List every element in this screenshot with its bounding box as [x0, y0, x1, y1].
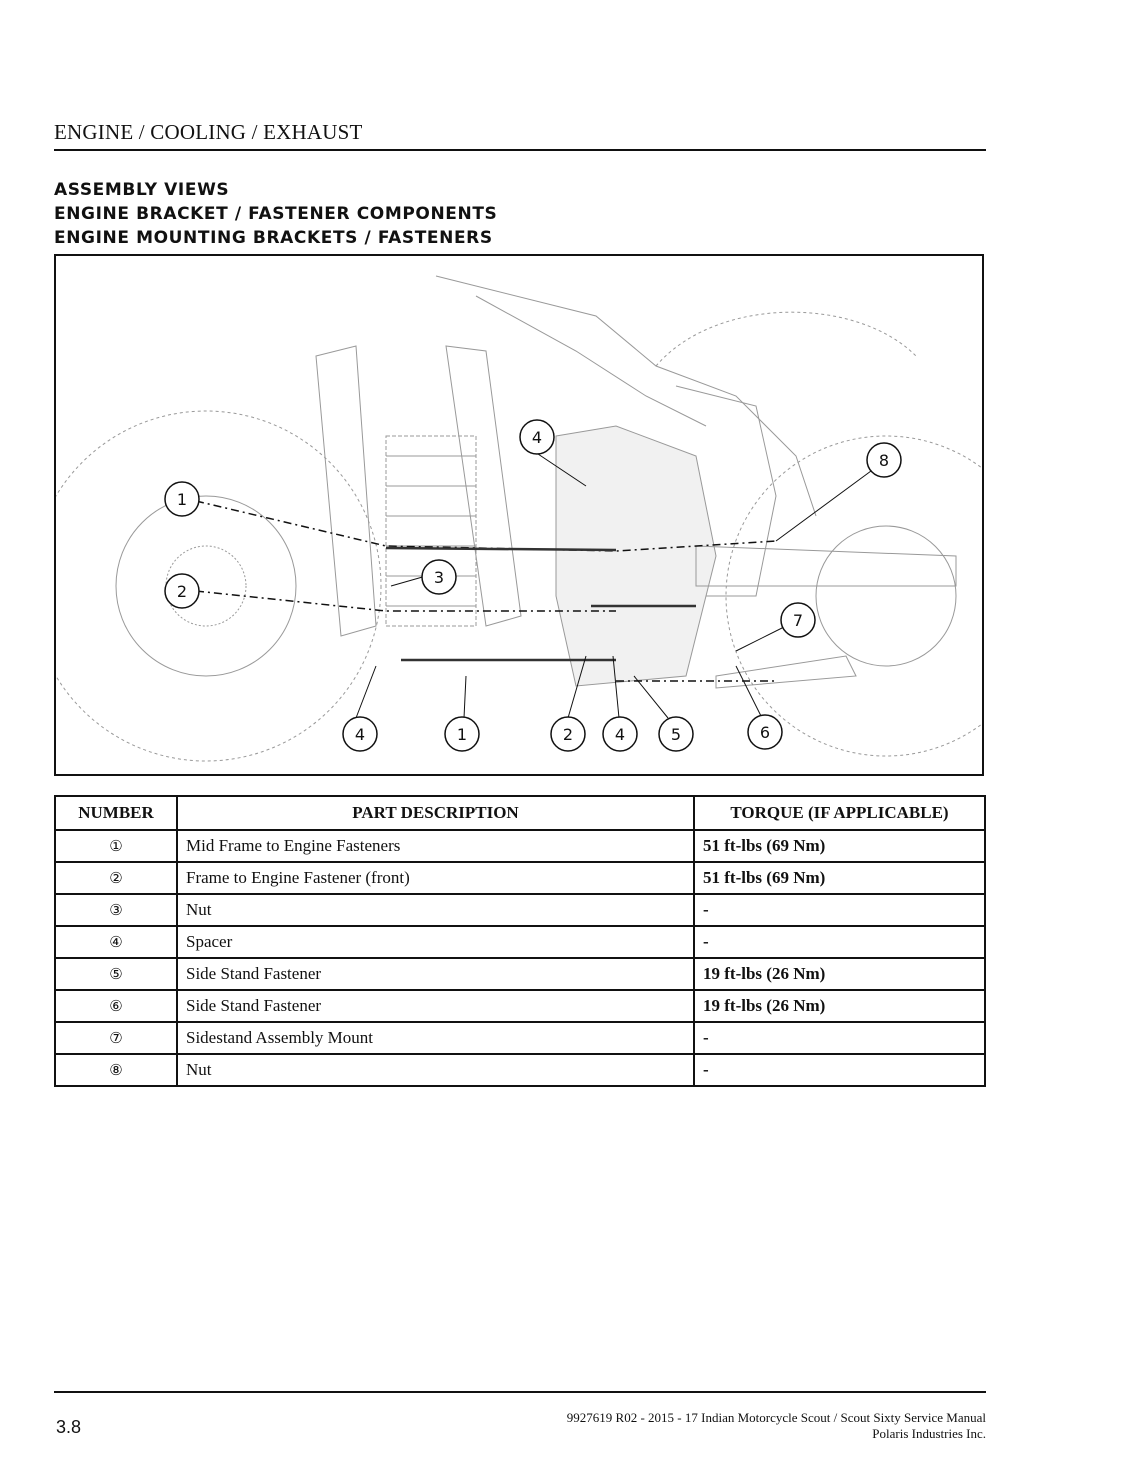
callout-4-upper: 4	[519, 419, 555, 455]
svg-text:8: 8	[879, 451, 889, 470]
row-torque: -	[693, 1053, 986, 1087]
svg-text:1: 1	[177, 490, 187, 509]
svg-text:4: 4	[355, 725, 365, 744]
svg-text:4: 4	[532, 428, 542, 447]
engine-mount-illustration: 1 2 3 4 4 1 2 4 5 6 7 8	[56, 275, 982, 762]
row-description: Spacer	[176, 925, 695, 959]
bolt-line-2	[195, 590, 616, 612]
table-row: ⑧ Nut -	[54, 1053, 986, 1087]
page-number: 3.8	[56, 1417, 82, 1437]
front-brake-disc	[115, 495, 297, 677]
row-number: ②	[54, 861, 178, 895]
row-torque: -	[693, 893, 986, 927]
row-torque: 19 ft-lbs (26 Nm)	[693, 989, 986, 1023]
table-row: ① Mid Frame to Engine Fasteners 51 ft-lb…	[54, 829, 986, 863]
table-row: ⑥ Side Stand Fastener 19 ft-lbs (26 Nm)	[54, 989, 986, 1023]
svg-text:2: 2	[563, 725, 573, 744]
row-number: ④	[54, 925, 178, 959]
callout-2-upper: 2	[164, 573, 200, 609]
heading-assembly-views: ASSEMBLY VIEWS	[54, 180, 230, 200]
sidestand	[715, 655, 857, 689]
radiator-side	[445, 345, 522, 627]
radiator-core	[385, 435, 477, 627]
heading-mounting-brackets: ENGINE MOUNTING BRACKETS / FASTENERS	[54, 228, 493, 248]
col-header-torque: TORQUE (IF APPLICABLE)	[693, 795, 986, 831]
row-description: Side Stand Fastener	[176, 989, 695, 1023]
svg-text:7: 7	[793, 611, 803, 630]
row-torque: 51 ft-lbs (69 Nm)	[693, 829, 986, 863]
row-torque: 51 ft-lbs (69 Nm)	[693, 861, 986, 895]
table-row: ③ Nut -	[54, 893, 986, 927]
callout-1-lower: 1	[444, 716, 480, 752]
rear-fender	[655, 311, 917, 367]
callout-4-lower-left: 4	[342, 716, 378, 752]
svg-text:1: 1	[457, 725, 467, 744]
parts-table: NUMBER PART DESCRIPTION TORQUE (IF APPLI…	[54, 795, 986, 1087]
svg-text:3: 3	[434, 568, 444, 587]
svg-text:4: 4	[615, 725, 625, 744]
publisher: Polaris Industries Inc.	[872, 1426, 986, 1441]
footer-text: 9927619 R02 - 2015 - 17 Indian Motorcycl…	[567, 1410, 986, 1442]
frame-top-rail	[435, 275, 817, 517]
rear-frame-bracket	[675, 385, 777, 597]
row-number: ⑧	[54, 1053, 178, 1087]
assembly-figure: 1 2 3 4 4 1 2 4 5 6 7 8	[54, 254, 984, 776]
row-number: ⑤	[54, 957, 178, 991]
row-description: Side Stand Fastener	[176, 957, 695, 991]
row-number: ③	[54, 893, 178, 927]
row-description: Mid Frame to Engine Fasteners	[176, 829, 695, 863]
swingarm	[695, 545, 957, 587]
col-header-description: PART DESCRIPTION	[176, 795, 695, 831]
callout-5: 5	[658, 716, 694, 752]
svg-text:2: 2	[177, 582, 187, 601]
front-wheel-outline	[56, 410, 382, 762]
heading-bracket-components: ENGINE BRACKET / FASTENER COMPONENTS	[54, 204, 498, 224]
table-row: ⑦ Sidestand Assembly Mount -	[54, 1021, 986, 1055]
callout-6: 6	[747, 714, 783, 750]
manual-line: 9927619 R02 - 2015 - 17 Indian Motorcycl…	[566, 1410, 986, 1425]
row-number: ⑦	[54, 1021, 178, 1055]
svg-text:6: 6	[760, 723, 770, 742]
front-downtube	[315, 345, 377, 637]
row-number: ①	[54, 829, 178, 863]
callout-4-lower-right: 4	[602, 716, 638, 752]
row-torque: -	[693, 925, 986, 959]
table-row: ④ Spacer -	[54, 925, 986, 959]
section-title: ENGINE / COOLING / EXHAUST	[54, 120, 363, 144]
callout-8: 8	[866, 442, 902, 478]
table-header-row: NUMBER PART DESCRIPTION TORQUE (IF APPLI…	[54, 795, 986, 831]
callout-2-lower: 2	[550, 716, 586, 752]
table-row: ⑤ Side Stand Fastener 19 ft-lbs (26 Nm)	[54, 957, 986, 991]
row-description: Sidestand Assembly Mount	[176, 1021, 695, 1055]
engine-block	[555, 425, 717, 687]
row-torque: -	[693, 1021, 986, 1055]
table-row: ② Frame to Engine Fastener (front) 51 ft…	[54, 861, 986, 895]
row-number: ⑥	[54, 989, 178, 1023]
footer-rule	[54, 1391, 986, 1393]
callout-3: 3	[421, 559, 457, 595]
row-description: Nut	[176, 893, 695, 927]
row-description: Frame to Engine Fastener (front)	[176, 861, 695, 895]
row-torque: 19 ft-lbs (26 Nm)	[693, 957, 986, 991]
row-description: Nut	[176, 1053, 695, 1087]
svg-text:5: 5	[671, 725, 681, 744]
headings-block: ASSEMBLY VIEWS ENGINE BRACKET / FASTENER…	[54, 178, 497, 250]
header-rule	[54, 149, 986, 151]
col-header-number: NUMBER	[54, 795, 178, 831]
through-bolt-upper	[385, 546, 617, 552]
callout-7: 7	[780, 602, 816, 638]
callout-1-upper: 1	[164, 481, 200, 517]
